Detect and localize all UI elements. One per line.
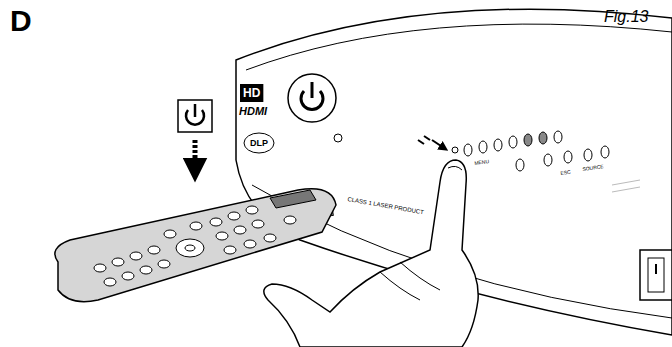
figure-number: Fig.13 bbox=[604, 8, 648, 26]
hand bbox=[264, 160, 478, 347]
remote-power-callout bbox=[178, 100, 212, 170]
dlp-logo-text: DLP bbox=[250, 138, 268, 148]
hd-badge bbox=[240, 84, 263, 102]
remote-control bbox=[55, 189, 336, 302]
hdmi-logo-text: HDMI bbox=[239, 105, 267, 117]
hd-logo-text: HD bbox=[243, 86, 260, 100]
dlp-ring bbox=[244, 133, 274, 153]
press-arrow bbox=[418, 136, 444, 148]
power-icon-callout bbox=[288, 74, 342, 142]
power-switch bbox=[640, 250, 672, 300]
panel-buttons bbox=[452, 131, 640, 192]
figure-letter: D bbox=[10, 4, 32, 38]
